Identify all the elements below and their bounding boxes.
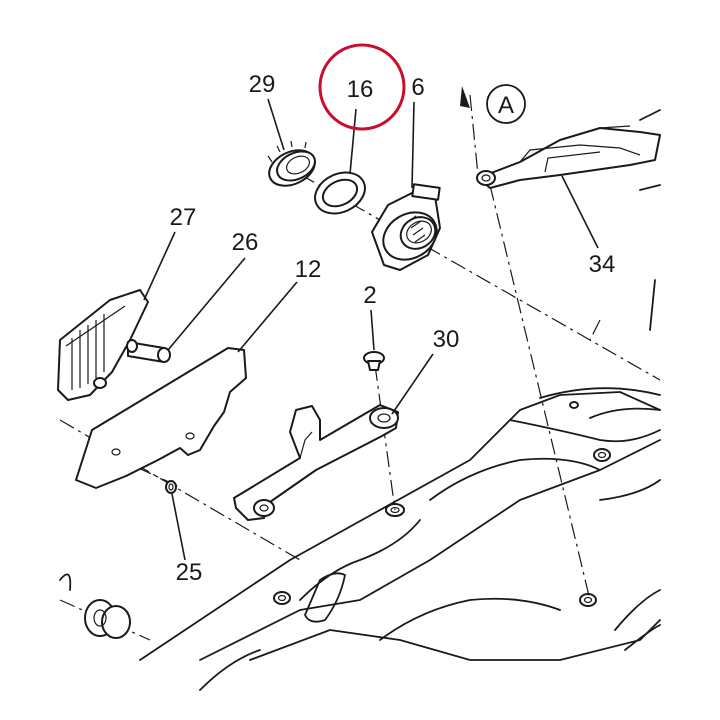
part-27-cover	[57, 289, 149, 401]
callout-6: 6	[411, 74, 424, 101]
part-29-castle-nut	[267, 140, 316, 187]
leader-lines	[143, 98, 599, 561]
callouts: 29 16 6 A 27 26 12 2 30 34 25	[170, 71, 616, 586]
arrowhead-icon	[460, 86, 470, 108]
part-12-plate	[75, 347, 247, 489]
frame-body	[139, 109, 661, 691]
bushing	[59, 573, 131, 639]
part-16-ring	[314, 171, 366, 215]
callout-34: 34	[589, 251, 616, 278]
callout-29: 29	[249, 71, 276, 98]
callout-a: A	[498, 92, 514, 119]
view-circle-a	[486, 84, 526, 124]
highlight-circle	[318, 43, 406, 131]
part-6-adjuster-nut	[371, 183, 441, 271]
callout-2: 2	[363, 282, 376, 309]
callout-16: 16	[347, 76, 374, 103]
part-30-bracket	[233, 404, 399, 521]
callout-27: 27	[170, 204, 197, 231]
callout-25: 25	[176, 559, 203, 586]
part-25-grommet	[165, 480, 177, 494]
part-2-screw	[363, 351, 385, 371]
part-34-bracket	[476, 125, 661, 189]
part-26-pin	[126, 339, 171, 363]
direction-arrow	[460, 84, 526, 124]
callout-12: 12	[295, 256, 322, 283]
callout-26: 26	[232, 229, 259, 256]
callout-30: 30	[433, 326, 460, 353]
